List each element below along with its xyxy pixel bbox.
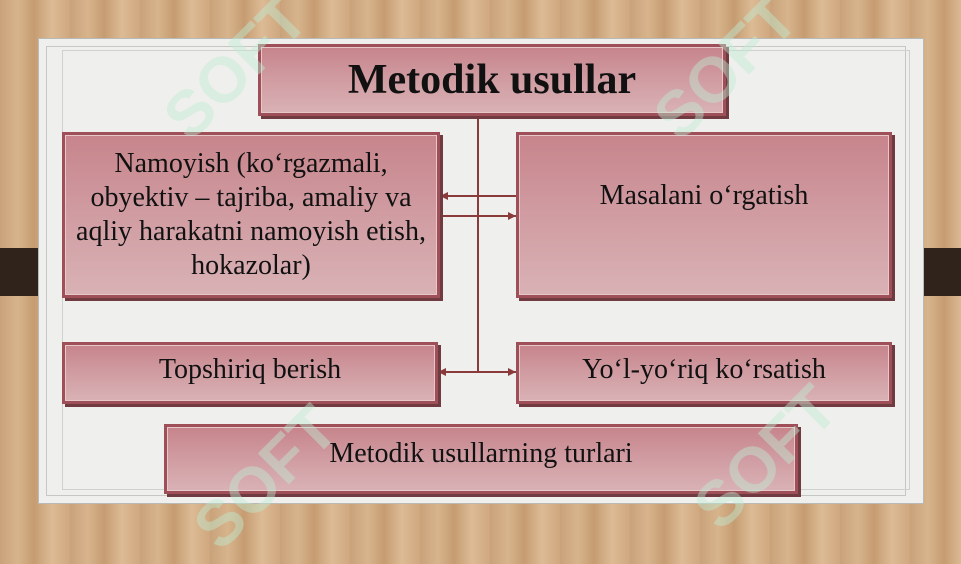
title-box: Metodik usullar xyxy=(258,44,726,116)
connector-lines xyxy=(438,116,516,376)
node-types: Metodik usullarning turlari xyxy=(164,424,798,494)
arrowhead-right-top xyxy=(508,212,516,220)
node-teaching-task: Masalani oʻrgatish xyxy=(516,132,892,298)
node-demonstration: Namoyish (koʻrgazmali, obyektiv – tajrib… xyxy=(62,132,440,298)
arrowhead-left-bottom xyxy=(438,368,446,376)
node-assigning: Topshiriq berish xyxy=(62,342,438,404)
arrowhead-right-bottom xyxy=(508,368,516,376)
arrowhead-left-top xyxy=(440,192,448,200)
node-guidance: Yoʻl-yoʻriq koʻrsatish xyxy=(516,342,892,404)
